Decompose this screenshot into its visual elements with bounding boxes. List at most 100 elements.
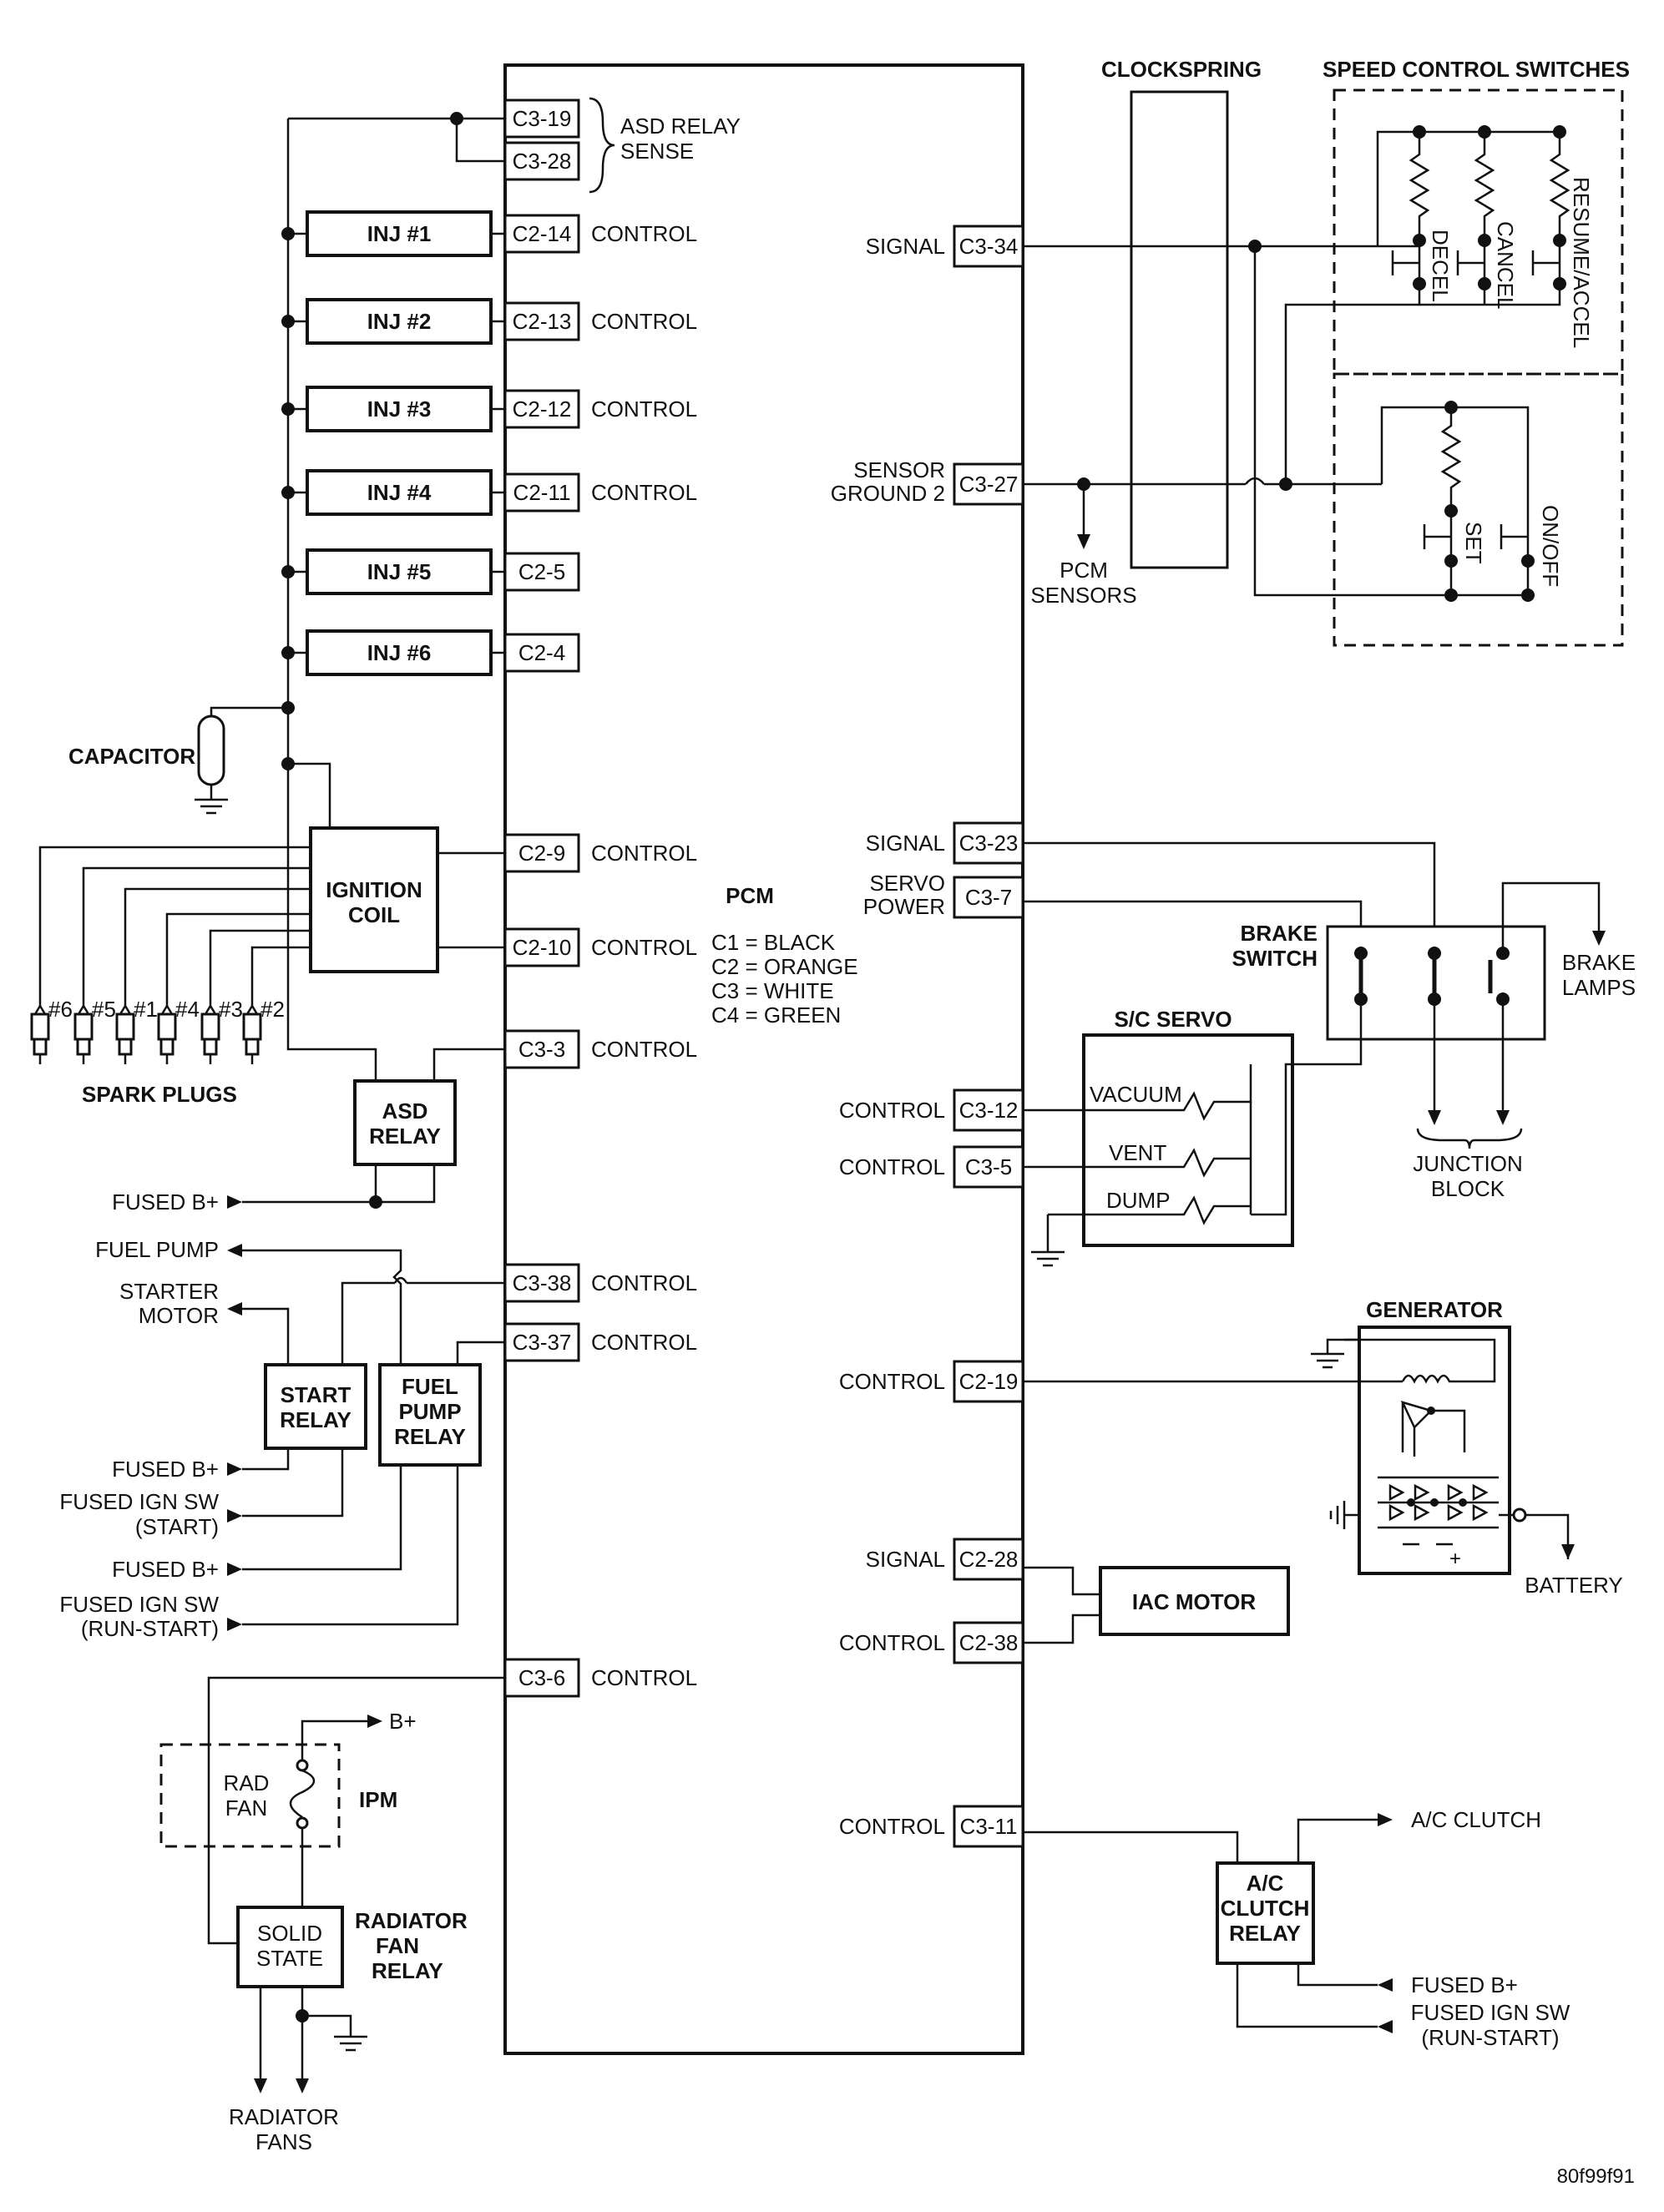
dump-label: DUMP <box>1106 1188 1171 1213</box>
generator-box <box>1358 1326 1511 1575</box>
fan-control-wire <box>207 1676 505 1945</box>
injector: INJ #5 <box>281 548 505 595</box>
junction-block-label: BLOCK <box>1431 1176 1505 1201</box>
arrow-icon <box>227 1563 242 1576</box>
pin-id: C2-5 <box>518 559 565 584</box>
injector-label: INJ #3 <box>367 396 432 422</box>
ac-clutch-relay-box <box>1216 1861 1315 1965</box>
injector: INJ #3 <box>281 386 505 432</box>
asd-bus-wire <box>286 119 377 1081</box>
pin-label: SENSOR <box>853 457 945 482</box>
junction-dot <box>369 1195 382 1209</box>
injector-box <box>306 548 493 595</box>
plug-wire <box>209 929 311 1006</box>
fuse-terminal <box>296 1759 309 1772</box>
capacitor-label: CAPACITOR <box>68 744 195 769</box>
pin-id: C3-7 <box>965 885 1012 910</box>
pin-id: C3-5 <box>965 1154 1012 1179</box>
fused-ign-start-label: FUSED IGN SW <box>59 1489 219 1514</box>
injector: INJ #4 <box>281 469 505 516</box>
start-relay-label: RELAY <box>280 1407 352 1432</box>
spark-plug-number: #1 <box>134 997 158 1022</box>
set-switch-icon <box>1423 524 1451 549</box>
speed-control: CLOCKSPRING SPEED CONTROL SWITCHES <box>1023 57 1630 647</box>
switch-return-wire <box>1284 284 1421 484</box>
decel-label: DECEL <box>1428 230 1453 302</box>
ignition-coil-label: IGNITION <box>326 877 422 902</box>
spark-plug-icon <box>30 1013 50 1041</box>
decel-switch-icon <box>1391 250 1419 275</box>
sc-servo-box <box>1082 1033 1294 1247</box>
stator-icon <box>1400 1401 1466 1457</box>
pin-id: C3-34 <box>959 234 1019 259</box>
pcm-legend-line: C3 = WHITE <box>711 978 834 1003</box>
pin-id: C2-19 <box>959 1369 1019 1394</box>
arrow-icon <box>227 1509 242 1523</box>
pin-label: SIGNAL <box>866 831 945 856</box>
junction-block-label: JUNCTION <box>1413 1151 1522 1176</box>
injector-box <box>306 210 493 257</box>
pin-label: CONTROL <box>591 221 697 246</box>
arrow-icon <box>227 1195 242 1209</box>
fused-ign-run-start-label: (RUN-START) <box>81 1616 219 1641</box>
ac-clutch-wire <box>1297 1818 1378 1863</box>
starter-motor-label: STARTER <box>119 1279 219 1304</box>
arrow-icon <box>254 2078 267 2093</box>
pin-id: C3-37 <box>513 1330 572 1355</box>
pin-label: SIGNAL <box>866 1547 945 1572</box>
arrow-icon <box>367 1715 382 1728</box>
brake-servo: BRAKE SWITCH BRAKE LAMPS JUNCTION BLOCK … <box>1023 841 1636 1267</box>
resume-accel-label: RESUME/ACCEL <box>1569 177 1594 348</box>
wire-crossover <box>1245 477 1265 485</box>
ignition-coil-label: COIL <box>348 902 400 927</box>
pin-label: CONTROL <box>839 1630 945 1655</box>
dump-wire <box>1048 1195 1251 1225</box>
pin-id: C2-13 <box>513 309 572 334</box>
pin-id: C3-12 <box>959 1098 1019 1123</box>
asd-relay: ASD RELAY FUSED B+ <box>112 1048 505 1215</box>
spark-plug-icon <box>203 1038 218 1056</box>
ac-clutch-label: A/C CLUTCH <box>1411 1807 1541 1832</box>
b-plus-wire <box>301 1720 367 1760</box>
fused-b-plus-label: FUSED B+ <box>112 1189 219 1215</box>
sense-brace <box>589 97 615 194</box>
cancel-switch-icon <box>1456 250 1484 275</box>
brake-switch-label: BRAKE <box>1241 921 1318 946</box>
fuel-pump-relay-label: RELAY <box>394 1424 466 1449</box>
generator-label: GENERATOR <box>1366 1297 1503 1322</box>
pin-label: GROUND 2 <box>831 481 945 506</box>
clockspring-label: CLOCKSPRING <box>1101 57 1262 82</box>
solid-state-label: SOLID <box>257 1921 322 1946</box>
pin-label: CONTROL <box>839 1369 945 1394</box>
spark-plug-number: #4 <box>175 997 200 1022</box>
plug-wire <box>82 866 311 1006</box>
arrow-icon <box>227 1244 242 1257</box>
pcm-sensors-label: PCM <box>1060 558 1108 583</box>
radiator-fan-relay-label: FAN <box>376 1933 419 1958</box>
asd-relay-label: RELAY <box>369 1124 441 1149</box>
ignition-coil-box <box>309 826 439 973</box>
pin-id: C3-27 <box>959 472 1019 497</box>
pcm-title: PCM <box>726 883 774 908</box>
injector-label: INJ #6 <box>367 640 432 665</box>
clockspring-box <box>1130 90 1229 569</box>
capacitor-wire <box>210 706 288 716</box>
cancel-label: CANCEL <box>1493 221 1518 309</box>
spark-plug: #5 <box>73 866 311 1064</box>
spark-plug-number: #6 <box>48 997 73 1022</box>
iac-motor-label: IAC MOTOR <box>1132 1589 1257 1614</box>
battery-label: BATTERY <box>1525 1573 1623 1598</box>
sense-wire <box>455 119 505 163</box>
junction-dot <box>1413 234 1426 247</box>
pin-label: POWER <box>863 894 945 919</box>
radiator-fans-label: FANS <box>255 2129 312 2154</box>
